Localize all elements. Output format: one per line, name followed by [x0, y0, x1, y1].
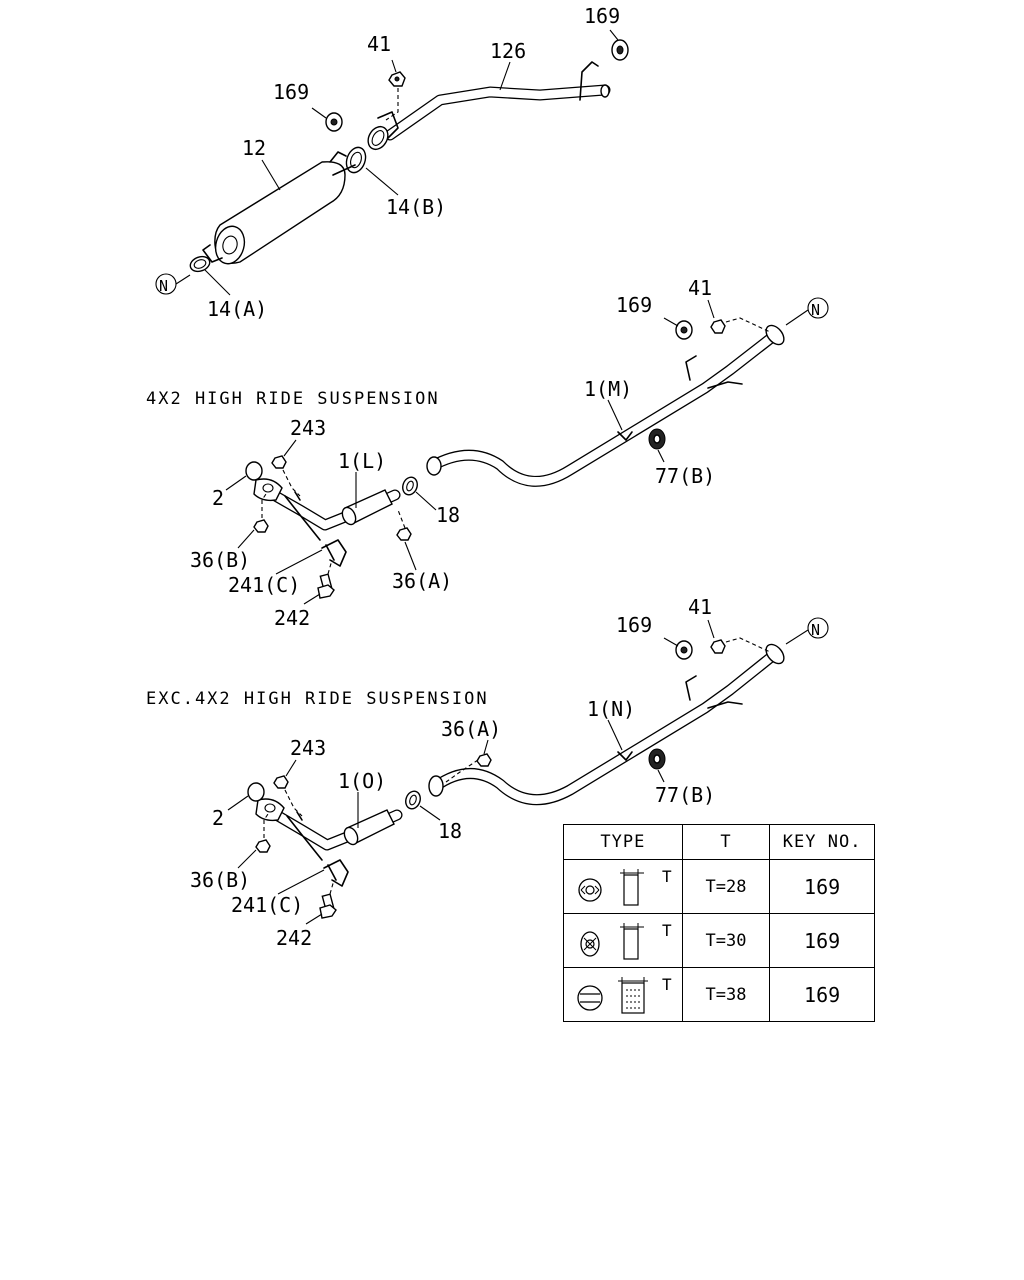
nut-41 [385, 71, 406, 121]
label-14b: 14(B) [386, 195, 446, 219]
table-row: T T=30 169 [563, 913, 875, 968]
gasket-2 [245, 461, 263, 481]
label-1n: 1(N) [587, 697, 635, 721]
bracket-241c [321, 539, 347, 567]
label-77b: 77(B) [655, 783, 715, 807]
rubber-hanger-169 [325, 112, 343, 132]
nut-36a [396, 509, 412, 541]
rubber-hanger-77b [648, 748, 666, 770]
label-77b: 77(B) [655, 464, 715, 488]
dimension-t-label: T [662, 867, 672, 886]
pipe-1m [426, 324, 785, 487]
nut-36b [253, 493, 269, 533]
rubber-hanger-169 [675, 320, 693, 340]
label-126: 126 [490, 39, 526, 63]
caption-exc-high-ride: EXC.4X2 HIGH RIDE SUSPENSION [146, 689, 489, 709]
gasket-14a [189, 255, 211, 273]
header-t: T [681, 824, 771, 860]
gasket-18 [402, 476, 418, 496]
label-169: 169 [584, 4, 620, 28]
label-18: 18 [438, 819, 462, 843]
label-169: 169 [616, 613, 652, 637]
top-assembly [155, 29, 629, 296]
label-169: 169 [616, 293, 652, 317]
dimension-t-label: T [662, 921, 672, 940]
key-no-value: 169 [769, 967, 875, 1022]
label-41: 41 [688, 595, 712, 619]
label-241c: 241(C) [231, 893, 303, 917]
type-cell: T [563, 859, 683, 914]
t-value: T=38 [681, 967, 771, 1022]
rubber-hanger-type-a-icon: T [578, 867, 672, 906]
nut-36a [445, 753, 492, 783]
label-36b: 36(B) [190, 868, 250, 892]
rubber-hanger-type-b-icon: T [580, 921, 672, 960]
nut-243 [271, 455, 301, 497]
label-41: 41 [688, 276, 712, 300]
label-12: 12 [242, 136, 266, 160]
nut-36b [255, 813, 271, 853]
label-1m: 1(M) [584, 377, 632, 401]
label-241c: 241(C) [228, 573, 300, 597]
nut-41 [710, 317, 771, 334]
middle-assembly [225, 297, 829, 605]
label-n: N [159, 277, 168, 295]
label-n: N [811, 301, 820, 319]
label-243: 243 [290, 416, 326, 440]
label-41: 41 [367, 32, 391, 56]
t-value: T=28 [681, 859, 771, 914]
bracket-241c [323, 859, 349, 887]
gasket-18 [405, 790, 421, 810]
rubber-hanger-169 [611, 39, 629, 61]
label-36a: 36(A) [441, 717, 501, 741]
rubber-hanger-type-c-icon: T [577, 975, 672, 1014]
hanger-type-table: TYPE T KEY NO. T T=28 169 T [563, 824, 875, 1022]
gasket-14b [345, 146, 367, 174]
label-169: 169 [273, 80, 309, 104]
key-no-value: 169 [769, 913, 875, 968]
bolt-242 [319, 879, 337, 919]
label-1l: 1(L) [338, 449, 386, 473]
nut-243 [273, 775, 303, 817]
label-2: 2 [212, 806, 224, 830]
label-242: 242 [276, 926, 312, 950]
rubber-hanger-169 [675, 640, 693, 660]
header-key-no: KEY NO. [769, 824, 875, 860]
label-36b: 36(B) [190, 548, 250, 572]
table-row: T T=28 169 [563, 859, 875, 914]
type-cell: T [563, 913, 683, 968]
caption-high-ride: 4X2 HIGH RIDE SUSPENSION [146, 389, 440, 409]
table-row: T T=38 169 [563, 967, 875, 1022]
dimension-t-label: T [662, 975, 672, 994]
front-pipe-1o [255, 798, 403, 861]
table-header-row: TYPE T KEY NO. [563, 824, 875, 860]
nut-41 [710, 637, 771, 654]
header-type: TYPE [563, 824, 683, 860]
type-cell: T [563, 967, 683, 1022]
t-value: T=30 [681, 913, 771, 968]
tail-pipe-126 [367, 61, 611, 151]
label-242: 242 [274, 606, 310, 630]
gasket-2 [247, 782, 265, 802]
muffler-12 [202, 151, 356, 265]
label-1o: 1(O) [338, 769, 386, 793]
front-pipe-1l [253, 478, 401, 541]
label-2: 2 [212, 486, 224, 510]
bolt-242 [317, 559, 335, 599]
rubber-hanger-77b [648, 428, 666, 450]
label-36a: 36(A) [392, 569, 452, 593]
label-243: 243 [290, 736, 326, 760]
bottom-assembly [227, 617, 829, 925]
label-18: 18 [436, 503, 460, 527]
key-no-value: 169 [769, 859, 875, 914]
label-n: N [811, 621, 820, 639]
label-14a: 14(A) [207, 297, 267, 321]
pipe-1n [428, 643, 785, 806]
